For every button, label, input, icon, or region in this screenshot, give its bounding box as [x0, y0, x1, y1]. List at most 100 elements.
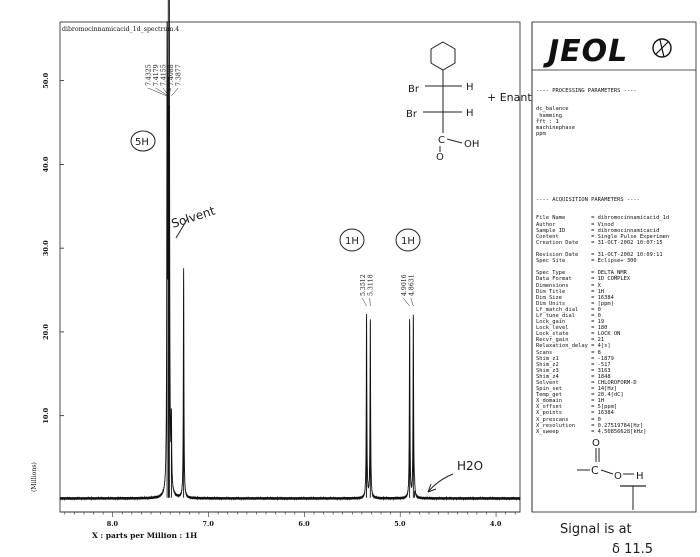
spectrum-title: dibromocinnamicacid_1d_spectrum.4	[62, 26, 179, 33]
peak-leader-line	[403, 297, 410, 307]
benzene-ring	[430, 41, 456, 71]
acquisition-row: File Name = dibromocinnamicacid_1d	[536, 215, 670, 222]
processing-line: fft : 1	[536, 118, 559, 125]
acquisition-row: Dim Size = 16384	[536, 294, 614, 301]
acquisition-row: X_resolution = 0.27519784[Hz]	[536, 422, 644, 429]
acquisition-row: Spec Type = DELTA_NMR	[536, 270, 627, 277]
x-tick-label: 7.0	[203, 520, 215, 528]
circle-5h-text: 5H	[135, 137, 149, 148]
acquisition-row: X_domain = 1H	[536, 398, 605, 405]
acquisition-header: ---- ACQUISITION PARAMETERS ----	[536, 197, 640, 204]
peak-leader-line	[155, 87, 169, 97]
solvent-annotation: Solvent	[170, 204, 217, 231]
acquisition-row: X_prescans = 0	[536, 416, 601, 423]
processing-parameters: ---- PROCESSING PARAMETERS ---- dc_balan…	[536, 76, 637, 143]
peak-leader-line	[162, 87, 169, 97]
struct-h1: H	[466, 82, 474, 93]
peak-ppm-label: 7.4179	[153, 64, 160, 86]
y-tick-label: 20.0	[42, 324, 50, 340]
peak-leader-line	[362, 297, 367, 307]
y-tick-label: 50.0	[42, 72, 50, 88]
acquisition-row: Lock_gain = 19	[536, 319, 605, 326]
x-axis-label: X : parts per Million : 1H	[92, 531, 197, 540]
circle-1h-b-text: 1H	[401, 236, 415, 247]
processing-line: machinephase	[536, 124, 575, 131]
processing-header: ---- PROCESSING PARAMETERS ----	[536, 88, 637, 95]
signal-line2: δ 11.5	[612, 542, 653, 557]
peak-ppm-label: 7.3877	[176, 64, 183, 86]
jeol-logo: JEOL	[548, 34, 629, 69]
acquisition-row: Scans = 8	[536, 349, 601, 356]
acquisition-row: X_points = 16384	[536, 410, 614, 417]
circle-1h-a-text: 1H	[345, 236, 359, 247]
acquisition-row: Shim_z2 = -517	[536, 361, 611, 368]
y-tick-label: 10.0	[42, 407, 50, 423]
acquisition-row: Lock_state = LOCK ON	[536, 331, 621, 338]
x-tick-label: 5.0	[394, 520, 406, 528]
acquisition-row: Lf_tune_dial = 0	[536, 312, 601, 319]
circle-5h	[130, 130, 156, 152]
struct-h2: H	[466, 108, 474, 119]
acquisition-row: Dimensions = X	[536, 282, 601, 289]
peak-ppm-label: 4.9016	[401, 274, 408, 296]
h2o-arrowhead	[427, 483, 437, 493]
acquisition-row: Data Format = 1D COMPLEX	[536, 276, 631, 283]
acquisition-row: Lf_match_dial = 0	[536, 306, 601, 313]
acquisition-row: Author = Vinod	[536, 221, 614, 228]
handwritten-annotations: 5H Solvent 1H 1H H2O Br H Br H C OH O + …	[130, 41, 653, 557]
peak-ppm-label: 7.4325	[146, 64, 153, 86]
signal-line1: Signal is at	[560, 522, 632, 537]
y-tick-label: 30.0	[42, 240, 50, 256]
param-box	[531, 21, 697, 513]
acquisition-row: Recvr_gain = 21	[536, 337, 605, 344]
h2o-annotation: H2O	[457, 459, 483, 473]
peak-ppm-label: 4.8631	[408, 274, 415, 296]
h2o-arrow	[427, 473, 454, 493]
processing-line: ppm	[536, 130, 546, 137]
logo-emblem-icon	[652, 38, 672, 58]
peak-leader-line	[147, 87, 168, 97]
acquisition-row: Revision Date = 31-OCT-2002 10:09:11	[536, 252, 663, 259]
peak-leader-line	[369, 297, 371, 307]
peak-ppm-label: 5.3512	[360, 274, 367, 296]
frag-h: H	[636, 471, 644, 482]
acquisition-row: X_sweep = 4.50856628[kHz]	[536, 428, 647, 435]
enant-annotation: + Enant	[487, 91, 532, 104]
circle-1h-a	[339, 228, 365, 252]
acquisition-row: Shim_z4 = 1848	[536, 373, 611, 380]
carboxyl-fragment: C O O H Signal is at δ 11.5	[560, 438, 653, 557]
peak-ppm-label: 7.4155	[161, 64, 168, 86]
peak-leader-line	[171, 87, 179, 97]
x-axis: 8.0 7.0 6.0 5.0 4.0	[60, 511, 520, 528]
peak-ppm-label: 5.3118	[367, 274, 374, 296]
y-tick-label: 40.0	[42, 156, 50, 172]
struct-c: C	[438, 135, 445, 146]
acquisition-row: Creation Date = 31-OCT-2002 10:07:15	[536, 239, 663, 246]
peak-leader-line	[410, 297, 414, 307]
acquisition-row: Spec Site = Eclipse+ 300	[536, 258, 637, 265]
peak-ppm-label: 7.4088	[168, 64, 175, 86]
x-tick-label: 8.0	[107, 520, 119, 528]
acquisition-row: Shim_z3 = 3163	[536, 367, 611, 374]
y-axis: 10.0 20.0 30.0 40.0 50.0	[42, 72, 64, 424]
acquisition-row: Spin_set = 14[Hz]	[536, 386, 618, 393]
acquisition-row: Shim_z1 = -1879	[536, 355, 614, 362]
structure-drawing: Br H Br H C OH O + Enant	[406, 41, 532, 163]
acquisition-row: Content = Single Pulse Experimen	[536, 233, 670, 240]
struct-o: O	[436, 152, 444, 163]
processing-line: _hamming	[536, 112, 562, 119]
x-tick-label: 6.0	[298, 520, 310, 528]
frag-o: O	[614, 471, 622, 482]
plot-frame	[59, 21, 521, 513]
processing-line: dc_balance	[536, 106, 569, 113]
acquisition-row: Relaxation_delay = 4[s]	[536, 343, 611, 350]
solvent-arrow	[175, 217, 189, 239]
spectrum-trace	[59, 0, 521, 502]
acquisition-row: Dim Units = [ppm]	[536, 300, 614, 307]
acquisition-row: Temp_get = 20.4[dC]	[536, 392, 624, 399]
acquisition-row: Sample ID = dibromocinnamicacid	[536, 227, 660, 234]
x-tick-label: 4.0	[490, 520, 502, 528]
